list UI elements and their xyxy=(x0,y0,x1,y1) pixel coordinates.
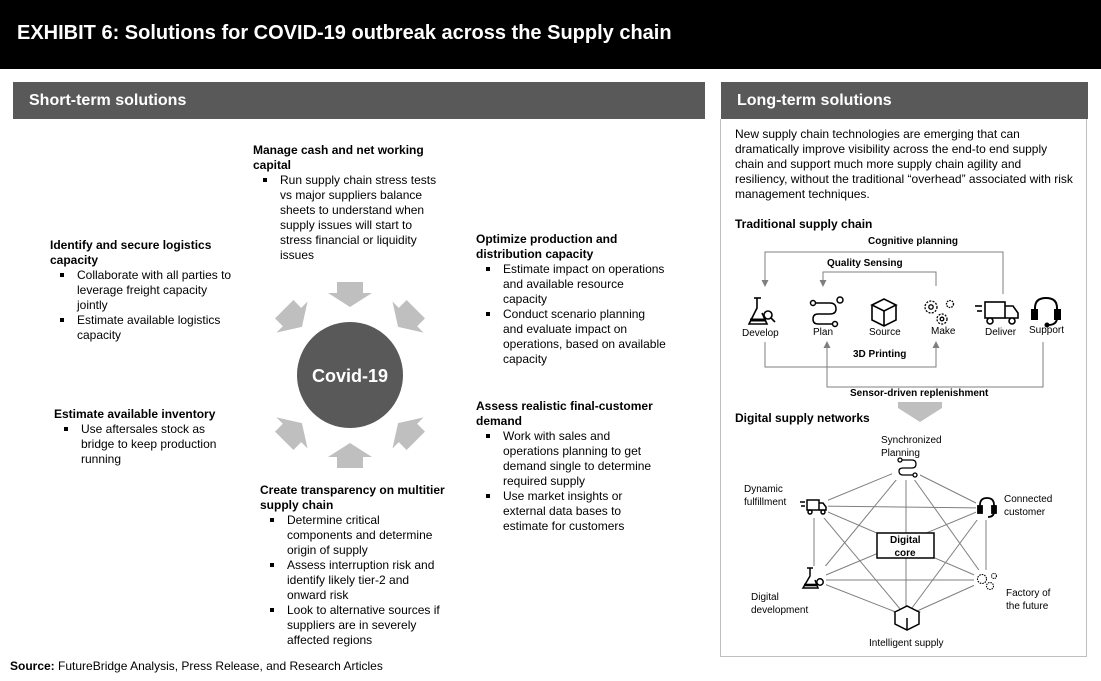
demand-bullet: Use market insights or external data bas… xyxy=(476,489,666,534)
arrow-top-left xyxy=(275,300,308,333)
factory-of-the-future-icon xyxy=(974,570,1000,592)
transparency-bullet: Look to alternative sources if suppliers… xyxy=(260,603,445,648)
3d-printing-label: 3D Printing xyxy=(853,349,907,360)
covid-circle xyxy=(297,322,403,428)
synchronized-planning-icon xyxy=(892,456,920,480)
digital-development-icon xyxy=(800,566,826,590)
fulfillment-line1: Dynamic xyxy=(744,484,783,495)
covid-label: Covid-19 xyxy=(312,366,388,386)
intelligent-supply-icon xyxy=(893,605,921,631)
digital-title: Digital supply networks xyxy=(735,411,870,425)
source-note: Source: FutureBridge Analysis, Press Rel… xyxy=(10,659,383,673)
synchronized-line2: Planning xyxy=(881,448,920,459)
support-icon xyxy=(1031,296,1061,328)
inventory-block: Estimate available inventory Use aftersa… xyxy=(54,407,234,467)
cash-bullet: Run supply chain stress tests vs major s… xyxy=(253,173,438,263)
production-bullet: Conduct scenario planning and evaluate i… xyxy=(476,307,666,367)
arrow-bottom-left xyxy=(275,417,308,450)
development-line2: development xyxy=(751,605,809,616)
sensor-replenishment-flow xyxy=(823,341,1044,388)
quality-sensing-flow xyxy=(819,271,937,287)
plan-icon xyxy=(809,296,844,328)
factory-future-label: Factory of the future xyxy=(1006,587,1050,613)
production-block: Optimize production and distribution cap… xyxy=(476,232,666,367)
demand-block: Assess realistic final-customer demand W… xyxy=(476,399,666,534)
connected-line1: Connected xyxy=(1004,494,1053,505)
digital-core-line1: Digital xyxy=(890,535,921,546)
connected-line2: customer xyxy=(1004,507,1046,518)
stage-source-label: Source xyxy=(869,327,901,338)
digital-core-label: Digital core xyxy=(890,534,921,560)
production-title: Optimize production and distribution cap… xyxy=(476,232,618,261)
demand-bullet: Work with sales and operations planning … xyxy=(476,429,666,489)
production-bullet: Estimate impact on operations and availa… xyxy=(476,262,666,307)
traditional-title: Traditional supply chain xyxy=(735,217,873,231)
long-term-panel xyxy=(720,119,1087,657)
fulfillment-line2: fulfillment xyxy=(744,497,787,508)
stage-deliver-label: Deliver xyxy=(985,327,1017,338)
covid-hub-diagram: Covid-19 xyxy=(275,282,425,468)
stage-make-label: Make xyxy=(931,326,956,337)
exhibit-title: EXHIBIT 6: Solutions for COVID-19 outbre… xyxy=(17,22,672,44)
factory-line1: Factory of xyxy=(1006,588,1051,599)
sensor-replenishment-label: Sensor-driven replenishment xyxy=(850,388,989,399)
develop-icon xyxy=(747,297,776,325)
digital-core-box xyxy=(876,532,935,559)
synchronized-line1: Synchronized xyxy=(881,435,942,446)
make-icon xyxy=(924,299,955,325)
quality-sensing-label: Quality Sensing xyxy=(827,258,903,269)
inventory-title: Estimate available inventory xyxy=(54,407,216,421)
stage-develop-label: Develop xyxy=(742,328,779,339)
source-label: Source: xyxy=(10,659,55,673)
logistics-title: Identify and secure logistics capacity xyxy=(50,238,212,267)
arrow-top xyxy=(328,282,372,307)
synchronized-planning-label: Synchronized Planning xyxy=(881,434,942,460)
transition-arrow xyxy=(898,402,942,422)
connected-customer-icon xyxy=(976,496,998,520)
arrow-bottom xyxy=(328,443,372,468)
traditional-chain-diagram xyxy=(747,251,1061,388)
logistics-bullet: Collaborate with all parties to leverage… xyxy=(50,268,235,313)
deliver-icon xyxy=(975,301,1019,325)
development-line1: Digital xyxy=(751,592,779,603)
arrow-bottom-right xyxy=(392,417,425,450)
factory-line2: the future xyxy=(1006,601,1049,612)
demand-title: Assess realistic final-customer demand xyxy=(476,399,653,428)
intelligent-supply-label: Intelligent supply xyxy=(869,638,944,649)
cognitive-planning-flow xyxy=(761,251,1004,294)
source-icon xyxy=(870,298,898,327)
digital-network-diagram xyxy=(798,456,1000,631)
transparency-block: Create transparency on multitier supply … xyxy=(260,483,445,648)
transparency-bullet: Assess interruption risk and identify li… xyxy=(260,558,445,603)
dynamic-fulfillment-icon xyxy=(798,496,828,518)
long-term-intro: New supply chain technologies are emergi… xyxy=(735,127,1073,201)
source-text: FutureBridge Analysis, Press Release, an… xyxy=(54,659,383,673)
long-term-heading: Long-term solutions xyxy=(721,82,1088,119)
stage-support-label: Support xyxy=(1029,325,1065,336)
short-term-heading: Short-term solutions xyxy=(13,82,705,119)
inventory-bullet: Use aftersales stock as bridge to keep p… xyxy=(54,422,234,467)
3d-printing-flow xyxy=(764,341,940,368)
arrow-top-right xyxy=(392,300,425,333)
logistics-block: Identify and secure logistics capacity C… xyxy=(50,238,235,343)
digital-development-label: Digital development xyxy=(751,591,808,617)
dynamic-fulfillment-label: Dynamic fulfillment xyxy=(744,483,786,509)
logistics-bullet: Estimate available logistics capacity xyxy=(50,313,235,343)
cognitive-planning-label: Cognitive planning xyxy=(868,236,958,247)
transparency-bullet: Determine critical components and determ… xyxy=(260,513,445,558)
cash-title: Manage cash and net working capital xyxy=(253,143,424,172)
connected-customer-label: Connected customer xyxy=(1004,493,1052,519)
exhibit-header xyxy=(0,0,1101,69)
stage-plan-label: Plan xyxy=(813,327,834,338)
digital-core-line2: core xyxy=(894,548,916,559)
transparency-title: Create transparency on multitier supply … xyxy=(260,483,445,512)
cash-block: Manage cash and net working capital Run … xyxy=(253,143,438,263)
